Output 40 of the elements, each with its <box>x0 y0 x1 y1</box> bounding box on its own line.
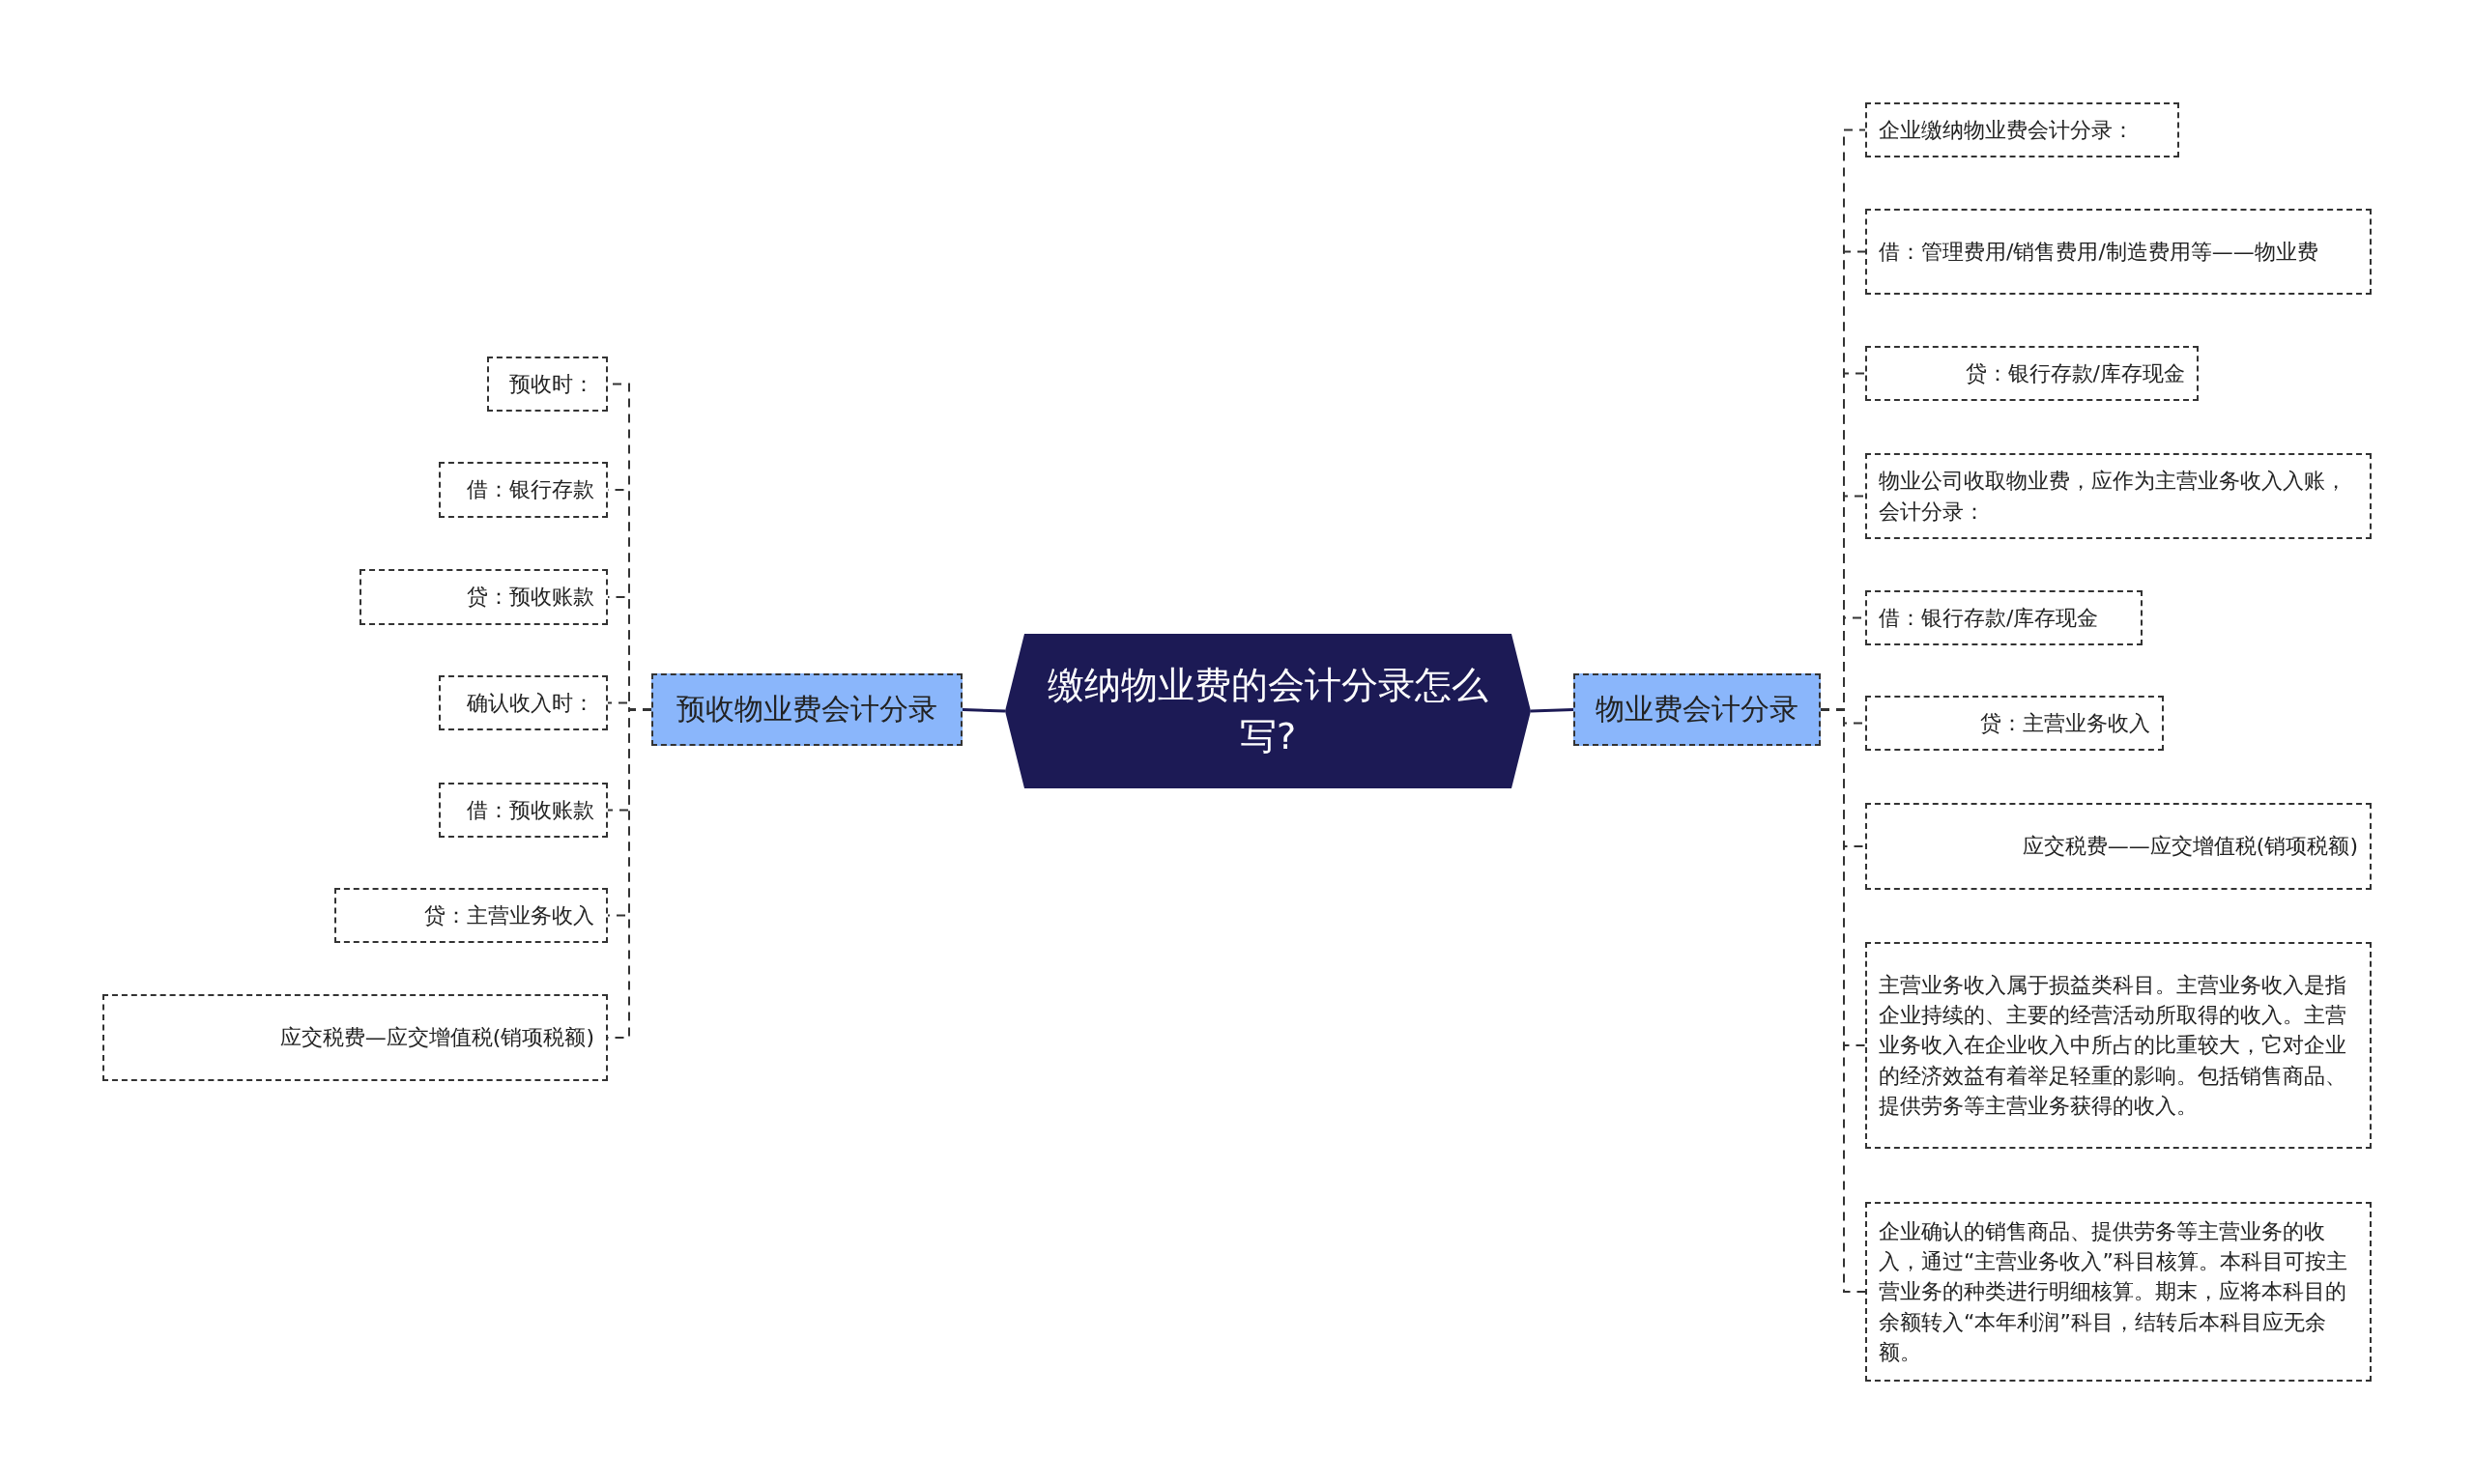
entry-text: 贷：预收账款 <box>466 584 594 612</box>
leaf-topic <box>360 569 608 625</box>
connector-line <box>1530 708 1574 713</box>
leaf-topic <box>439 783 608 838</box>
entry-text: 应交税费——应交增值税(销项税额) <box>2021 833 2358 861</box>
entry-text: 借：管理费用/销售费用/制造费用等——物业费 <box>1879 238 2319 266</box>
topic-text: 预收物业费会计分录 <box>676 691 937 728</box>
leaf-topic <box>102 994 608 1081</box>
entry-text: 物业公司收取物业费，应作为主营业务收入入账，会计分录： <box>1879 468 2347 526</box>
leaf-topic <box>439 675 608 730</box>
topic-text: 缴纳物业费的会计分录怎么写? <box>1047 662 1489 759</box>
entry-text: 预收时： <box>508 370 594 398</box>
central-topic <box>1005 634 1531 788</box>
entry-text: 贷：主营业务收入 <box>1979 709 2150 737</box>
entry-text: 借：银行存款/库存现金 <box>1879 604 2100 632</box>
leaf-topic <box>1865 346 2199 401</box>
branch-topic <box>651 673 963 746</box>
leaf-topic <box>1865 102 2179 157</box>
connector-line <box>962 708 1006 713</box>
leaf-topic <box>1865 209 2372 295</box>
leaf-topic <box>1865 590 2143 645</box>
leaf-topic <box>439 462 608 518</box>
entry-text: 应交税费—应交增值税(销项税额) <box>278 1024 594 1052</box>
leaf-topic <box>334 888 608 943</box>
entry-text: 贷：银行存款/库存现金 <box>1964 359 2185 387</box>
entry-text: 确认收入时： <box>466 689 594 717</box>
entry-text: 贷：主营业务收入 <box>423 901 594 929</box>
entry-text: 企业缴纳物业费会计分录： <box>1879 116 2135 144</box>
entry-text: 企业确认的销售商品、提供劳务等主营业务的收入，通过“主营业务收入”科目核算。本科目可按主营业务的种类进行明细核算。期末，应将本科目的余额转入“本年利润”科目，结转后本科目应无余额。 <box>1879 1217 2348 1366</box>
leaf-topic <box>1865 803 2372 890</box>
leaf-topic <box>1865 942 2372 1149</box>
branch-topic <box>1573 673 1821 746</box>
leaf-topic <box>1865 1202 2372 1382</box>
entry-text: 主营业务收入属于损益类科目。主营业务收入是指企业持续的、主要的经营活动所取得的收入。主营业务收入在企业收入中所占的比重较大，它对企业的经济效益有着举足轻重的影响。包括销售商品、提供劳务等主营业务获得的收入。 <box>1879 971 2347 1120</box>
entry-text: 借：预收账款 <box>466 796 594 824</box>
entry-text: 借：银行存款 <box>466 476 594 504</box>
topic-text: 物业费会计分录 <box>1596 691 1798 728</box>
leaf-topic <box>487 357 608 412</box>
leaf-topic <box>1865 453 2372 539</box>
leaf-topic <box>1865 696 2164 751</box>
